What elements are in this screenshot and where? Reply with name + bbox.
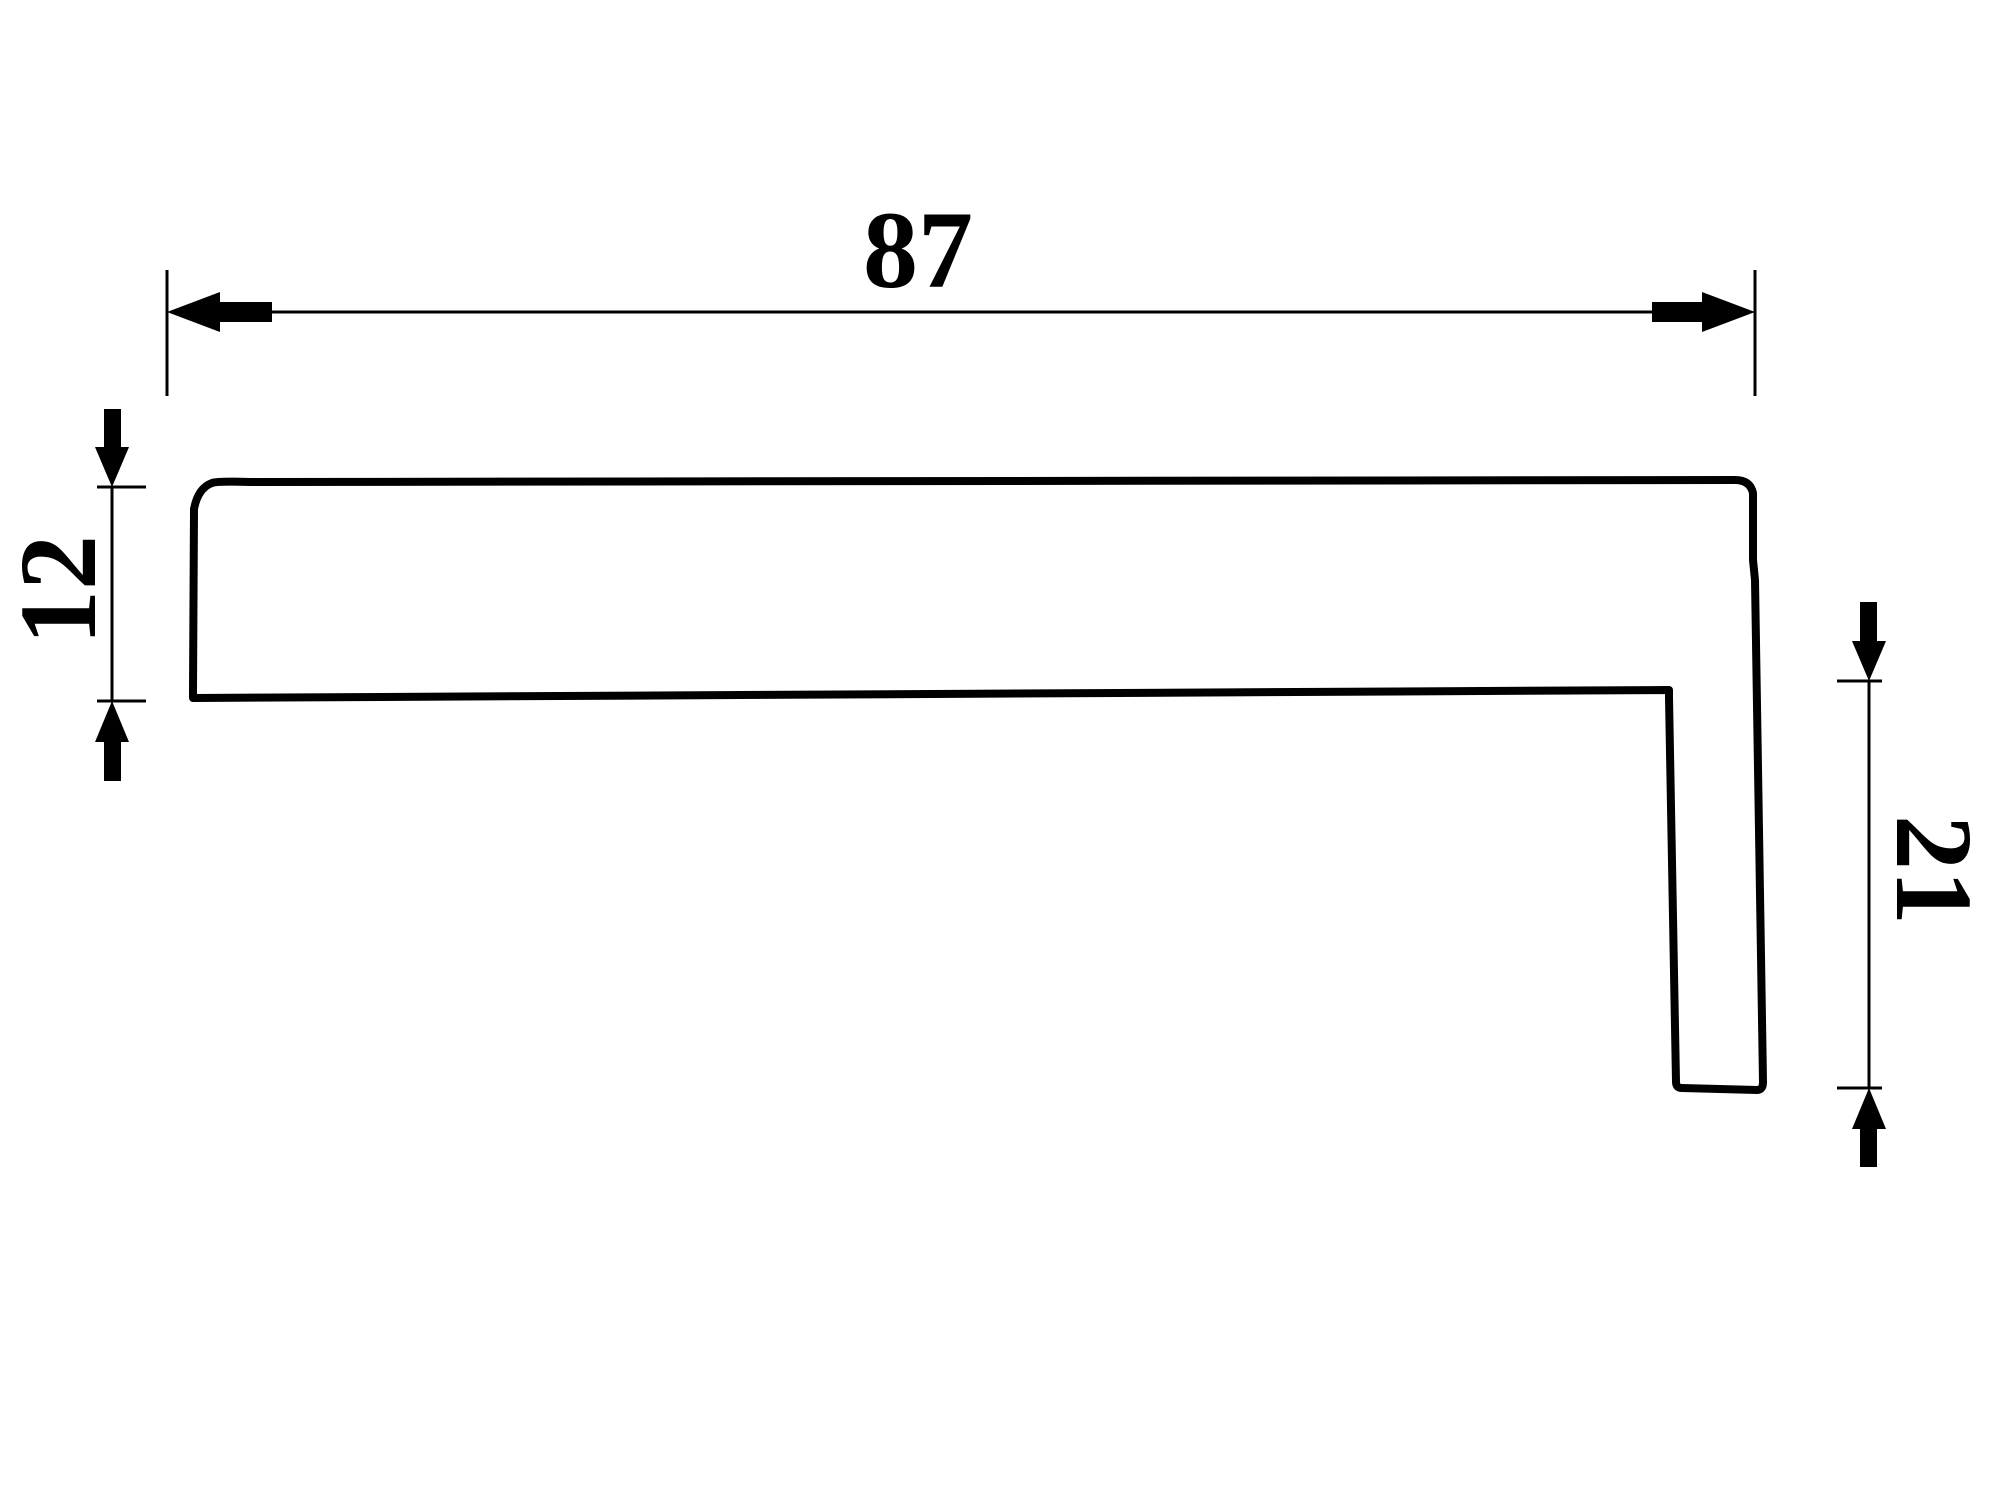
- width-arrow-right: [1652, 292, 1755, 332]
- flange-thickness-label: 12: [0, 535, 119, 645]
- flange-arrow-top: [95, 409, 129, 487]
- width-dimension-label: 87: [863, 189, 973, 311]
- flange-thickness-dimension: 12: [0, 409, 146, 781]
- width-dimension: 87: [165, 189, 1757, 396]
- leg-height-dimension: 21: [1837, 602, 1995, 1167]
- leg-arrow-top: [1852, 602, 1886, 681]
- flange-arrow-bottom: [95, 701, 129, 781]
- width-arrow-left: [167, 292, 272, 332]
- leg-arrow-bottom: [1852, 1088, 1886, 1167]
- profile-outline: [189, 476, 1767, 1094]
- leg-height-label: 21: [1873, 815, 1995, 925]
